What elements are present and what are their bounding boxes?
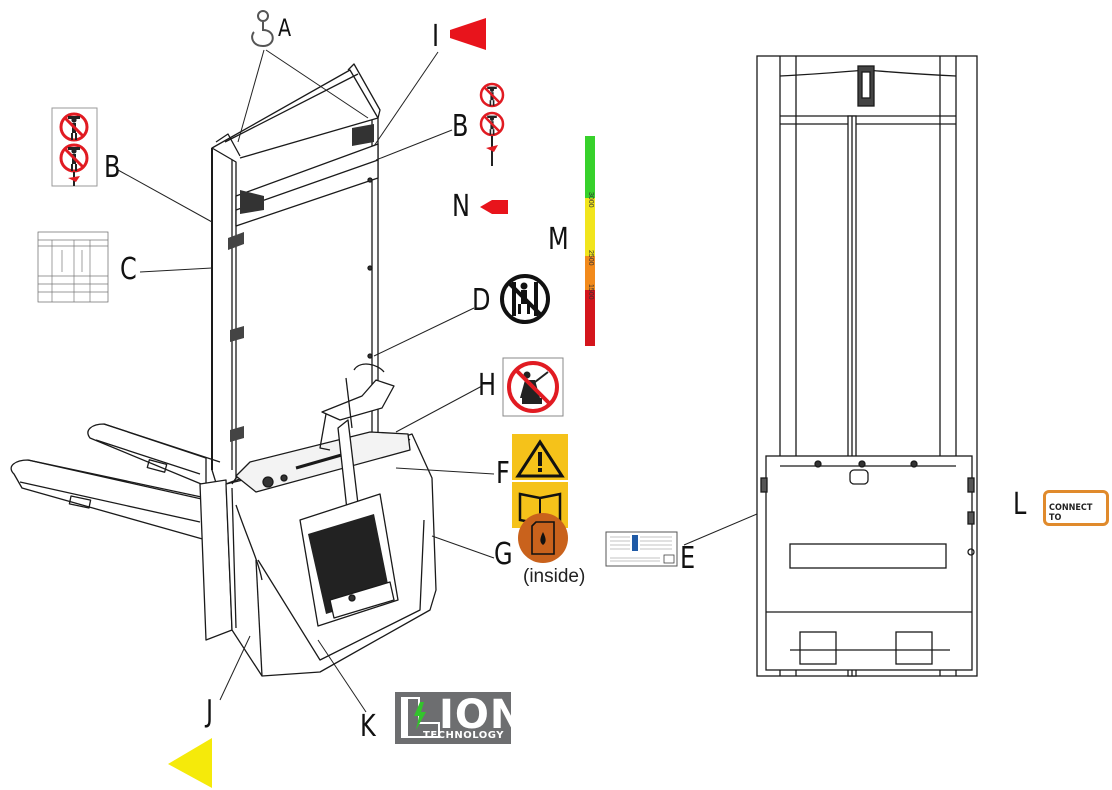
label-j: J [206, 694, 214, 729]
connect-to-text: CONNECT TO [1049, 503, 1093, 523]
connect-to-decal: CONNECT TO [1043, 490, 1109, 526]
no-riding-icon [502, 357, 564, 417]
yellow-marker-j [168, 738, 212, 788]
label-b-left: B [104, 150, 121, 185]
capacity-chart-decal [37, 231, 109, 303]
lion-logo-sub: TECHNOLOGY [423, 730, 504, 741]
label-c: C [120, 252, 137, 287]
lion-logo: ION TECHNOLOGY [395, 692, 523, 744]
decal-g-inside-note: (inside) [523, 566, 586, 587]
label-n: N [452, 189, 470, 224]
m-scale-tick-2: 2500 [587, 250, 594, 266]
hook-icon [251, 10, 274, 48]
warning-read-manual-icon [512, 434, 568, 528]
no-hands-in-mast-icon [500, 274, 550, 324]
label-d: D [472, 283, 491, 318]
no-standing-under-load-icon [51, 107, 98, 187]
lion-logo-background [395, 692, 511, 744]
height-scale-decal [585, 136, 595, 346]
label-h: H [478, 368, 497, 403]
label-l: L [1013, 487, 1027, 522]
label-b-right: B [452, 109, 469, 144]
label-a: A [278, 14, 292, 42]
label-k: K [360, 709, 376, 744]
stacker-truck-drawing [10, 63, 437, 677]
hydraulic-oil-icon [518, 513, 568, 563]
label-f: F [496, 456, 510, 491]
label-g: G [494, 537, 513, 572]
leader-lines [117, 49, 805, 713]
m-scale-tick-1: 3000 [587, 192, 594, 208]
mast-rear-view-drawing [756, 55, 978, 677]
label-e: E [680, 541, 696, 576]
label-m: M [548, 222, 569, 257]
red-marker-i [450, 18, 486, 50]
red-marker-n [480, 200, 508, 214]
no-standing-under-load-icon-small [479, 82, 505, 166]
nameplate-decal [605, 531, 678, 567]
m-scale-tick-3: 1500 [587, 284, 594, 300]
label-i: I [432, 19, 440, 54]
lion-logo-word: ION [439, 692, 525, 738]
